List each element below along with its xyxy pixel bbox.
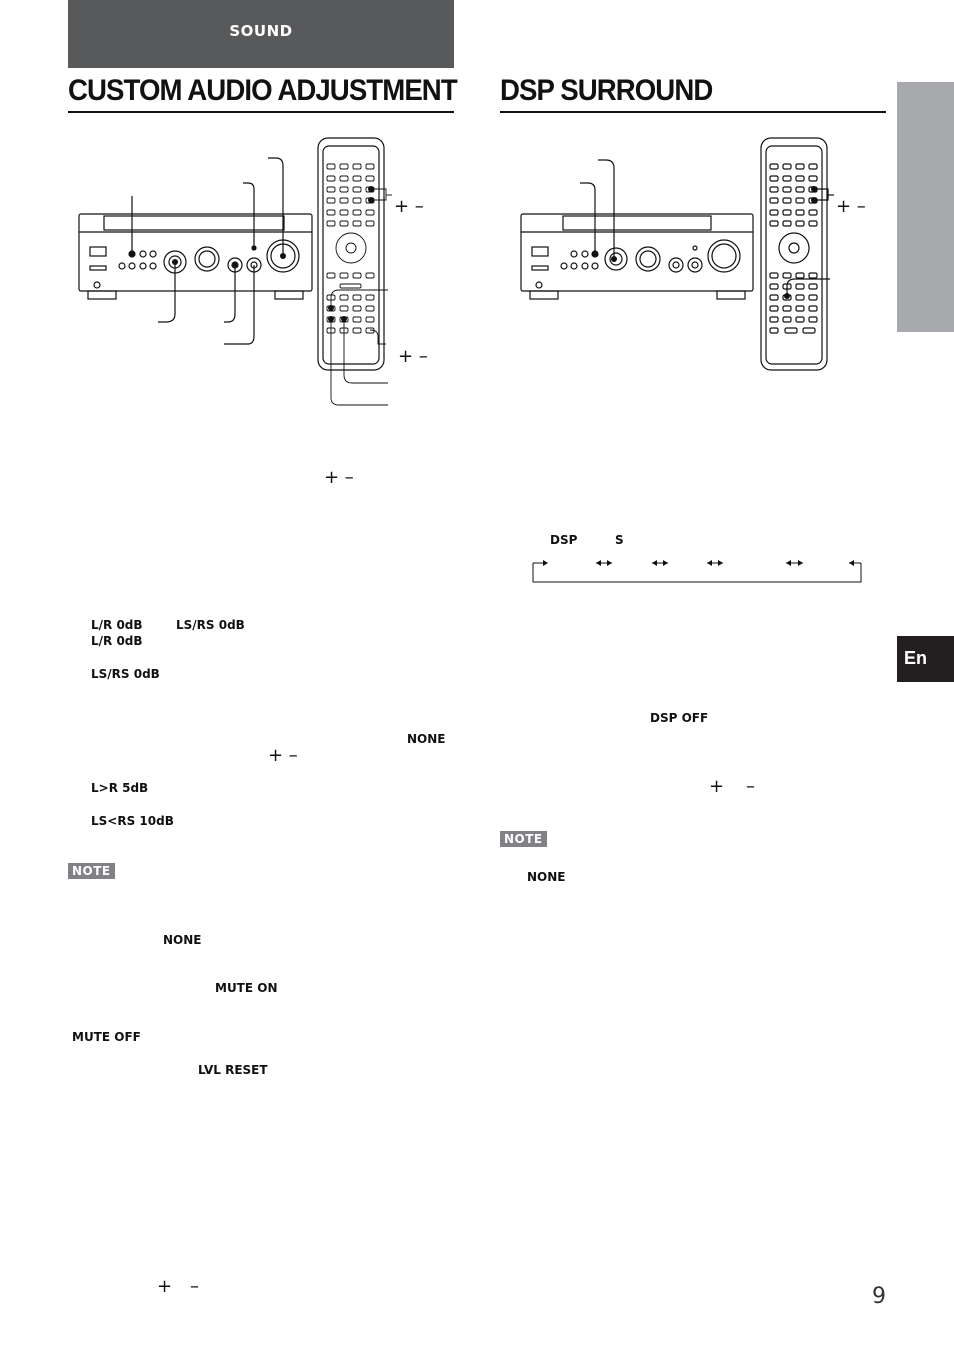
left-diagram-plus-minus-bottom: + – xyxy=(398,346,428,367)
step-plus-minus-2: + – xyxy=(268,745,298,766)
label-none-b: NONE xyxy=(163,933,202,947)
page-number: 9 xyxy=(872,1284,886,1309)
sidebar-bar xyxy=(897,82,954,332)
dsp-surround-rule xyxy=(500,111,886,113)
label-lsrs-10db: LS<RS 10dB xyxy=(91,814,174,828)
right-plus: + xyxy=(709,776,725,797)
label-lsrs-0db-a: LS/RS 0dB xyxy=(176,618,245,632)
label-lsrs-0db-b: LS/RS 0dB xyxy=(91,667,160,681)
bottom-minus: – xyxy=(190,1276,199,1297)
bottom-plus: + xyxy=(157,1276,173,1297)
label-mute-off: MUTE OFF xyxy=(72,1030,141,1044)
language-tab-label: En xyxy=(904,648,928,668)
cycle-label-dsp: DSP xyxy=(550,533,578,547)
right-label-none: NONE xyxy=(527,870,566,884)
section-banner: SOUND xyxy=(68,0,454,68)
label-lvl-reset: LVL RESET xyxy=(198,1063,268,1077)
label-none-a: NONE xyxy=(407,732,446,746)
label-dsp-off: DSP OFF xyxy=(650,711,709,725)
right-note-badge: NOTE xyxy=(500,831,547,847)
dsp-surround-title: DSP SURROUND xyxy=(500,74,713,107)
step-plus-minus: + – xyxy=(324,467,354,488)
label-mute-on: MUTE ON xyxy=(215,981,278,995)
cycle-label-s: S xyxy=(615,533,624,547)
custom-audio-title: CUSTOM AUDIO ADJUSTMENT xyxy=(68,74,458,107)
label-lr-0db-a: L/R 0dB xyxy=(91,618,143,632)
section-label: SOUND xyxy=(229,22,293,40)
language-tab: En xyxy=(897,636,954,682)
label-lr-5db: L>R 5dB xyxy=(91,781,149,795)
custom-audio-rule xyxy=(68,111,454,113)
right-minus: – xyxy=(746,776,755,797)
right-diagram-plus-minus: + – xyxy=(836,196,866,217)
left-diagram-plus-minus-top: + – xyxy=(394,196,424,217)
left-note-badge: NOTE xyxy=(68,863,115,879)
label-lr-0db-b: L/R 0dB xyxy=(91,634,143,648)
